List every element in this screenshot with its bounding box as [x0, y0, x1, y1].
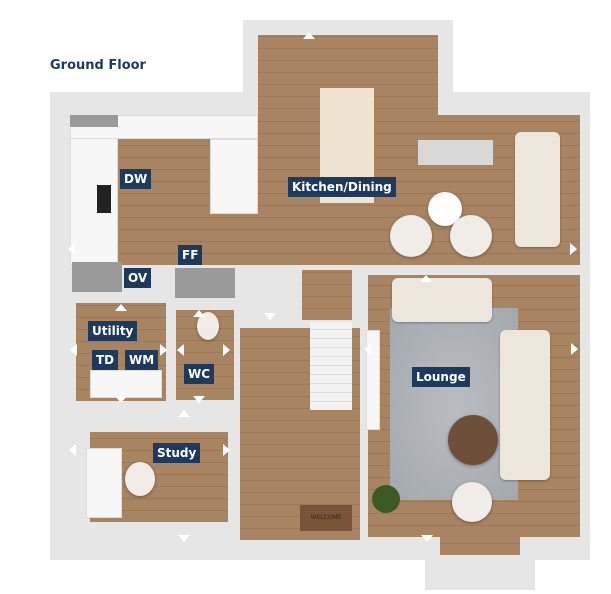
oven-unit [72, 262, 122, 292]
window-arrow-icon [223, 344, 230, 356]
lounge-armchair [452, 482, 492, 522]
label-wm: WM [125, 350, 159, 370]
window-arrow-icon [223, 444, 230, 456]
armchair [450, 215, 492, 257]
kitchen-sofa [515, 132, 560, 247]
label-lounge: Lounge [412, 367, 470, 387]
hob [97, 185, 111, 213]
window-arrow-icon [115, 304, 127, 311]
fridge-freezer [175, 268, 235, 298]
desk-chair [125, 462, 155, 496]
lounge-sofa-top [392, 278, 492, 322]
label-dw: DW [120, 169, 152, 189]
label-utility: Utility [88, 321, 138, 341]
bay-wall-bottom [425, 550, 535, 590]
counter-corner [70, 115, 118, 127]
window-arrow-icon [68, 243, 75, 255]
desk [86, 448, 122, 518]
window-arrow-icon [303, 32, 315, 39]
coffee-table [448, 415, 498, 465]
window-arrow-icon [70, 344, 77, 356]
lounge-bay-floor [440, 535, 520, 555]
plant [372, 485, 400, 513]
doormat: WELCOME [300, 505, 352, 531]
window-arrow-icon [570, 243, 577, 255]
window-arrow-icon [264, 313, 276, 320]
sideboard [418, 140, 493, 165]
window-arrow-icon [571, 343, 578, 355]
window-arrow-icon [193, 396, 205, 403]
utility-appliances [90, 370, 162, 398]
window-arrow-icon [364, 343, 371, 355]
window-arrow-icon [115, 396, 127, 403]
window-arrow-icon [177, 344, 184, 356]
label-study: Study [153, 443, 201, 463]
label-kitchen-dining: Kitchen/Dining [288, 177, 396, 197]
window-arrow-icon [421, 535, 433, 542]
label-ff: FF [178, 245, 203, 265]
window-arrow-icon [420, 275, 432, 282]
label-wc: WC [184, 364, 215, 384]
label-td: TD [92, 350, 119, 370]
label-ov: OV [124, 268, 152, 288]
lounge-sofa-right [500, 330, 550, 480]
rug [390, 308, 518, 500]
tv-unit [366, 330, 380, 430]
cupboard-floor [302, 270, 352, 320]
window-arrow-icon [193, 310, 205, 317]
window-arrow-icon [69, 444, 76, 456]
toilet [197, 312, 219, 340]
armchair [390, 215, 432, 257]
window-arrow-icon [178, 410, 190, 417]
window-arrow-icon [178, 535, 190, 542]
floor-title: Ground Floor [50, 58, 146, 73]
window-arrow-icon [160, 344, 167, 356]
kitchen-island [210, 139, 258, 214]
staircase [310, 322, 352, 410]
